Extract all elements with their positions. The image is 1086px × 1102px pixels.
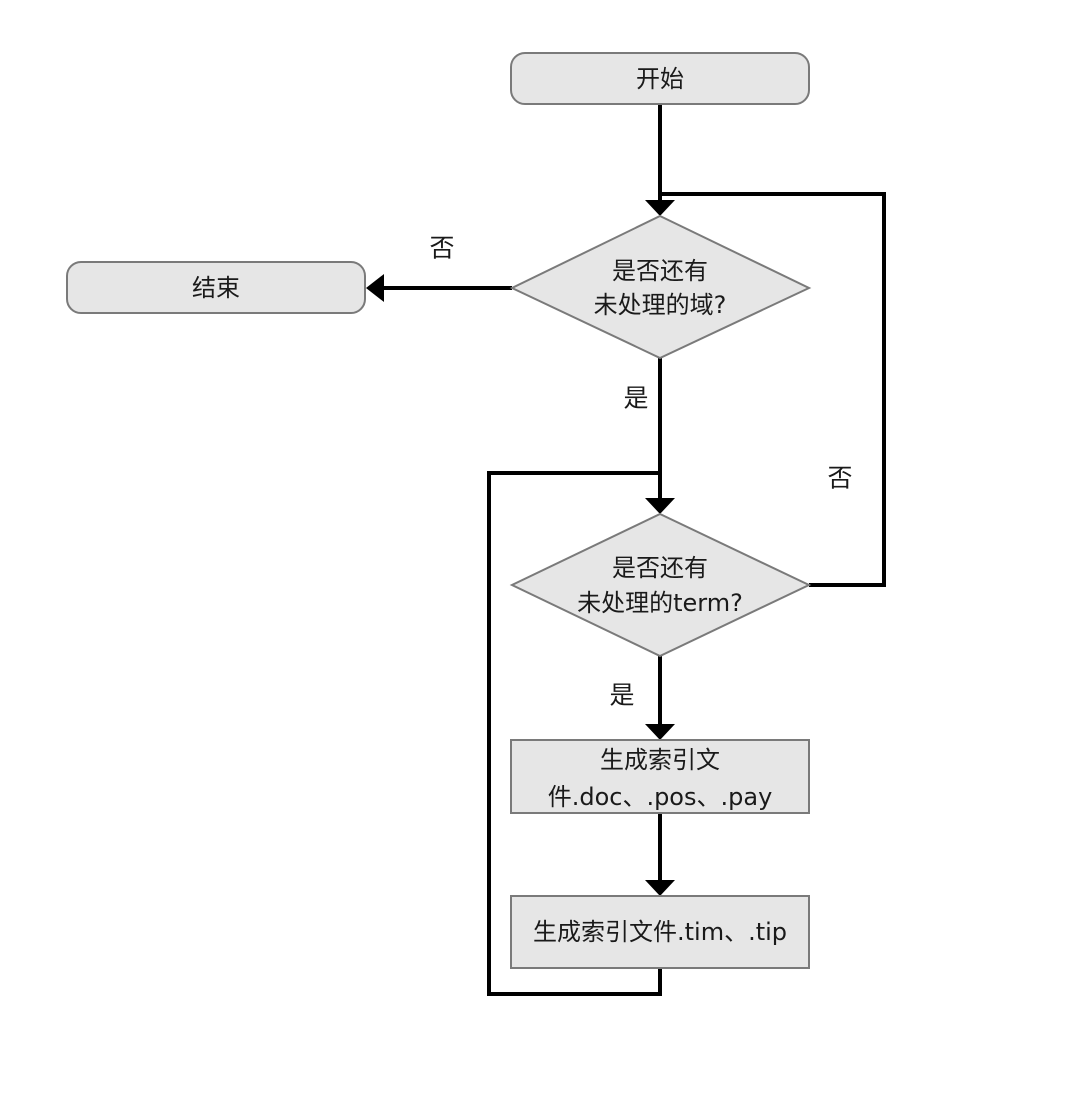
decision-term-node: 是否还有 未处理的term?	[509, 512, 812, 658]
decision-term-line1: 是否还有	[612, 554, 708, 582]
arrowhead-into-doc	[645, 724, 675, 740]
arrowhead-into-field	[645, 200, 675, 216]
decision-field-line1: 是否还有	[612, 257, 708, 285]
process-doc-line2: 件.doc、.pos、.pay	[548, 783, 773, 811]
edge-term-no-loop	[660, 192, 886, 587]
arrowhead-into-tim	[645, 880, 675, 896]
process-doc-node: 生成索引文 件.doc、.pos、.pay	[510, 739, 810, 814]
end-label: 结束	[192, 274, 240, 302]
arrowhead-into-end	[366, 274, 384, 302]
edge-label-term-no: 否	[827, 464, 852, 493]
arrowheads	[366, 200, 675, 896]
edge-labels: 否 是 否 是	[429, 234, 852, 710]
process-doc-line1: 生成索引文	[600, 746, 720, 774]
edge-label-term-yes: 是	[609, 681, 634, 710]
edge-label-field-no: 否	[429, 234, 454, 263]
decision-term-line2: 未处理的term?	[577, 589, 743, 617]
process-tim-label: 生成索引文件.tim、.tip	[533, 918, 787, 946]
process-tim-node: 生成索引文件.tim、.tip	[510, 895, 810, 969]
decision-field-node: 是否还有 未处理的域?	[509, 214, 812, 360]
edge-tim-loop	[487, 471, 662, 996]
connectors	[384, 104, 886, 996]
end-node: 结束	[66, 261, 366, 314]
edge-label-field-yes: 是	[623, 384, 648, 413]
arrowhead-into-term	[645, 498, 675, 514]
decision-field-line2: 未处理的域?	[594, 291, 727, 319]
start-label: 开始	[636, 65, 684, 93]
start-node: 开始	[510, 52, 810, 105]
